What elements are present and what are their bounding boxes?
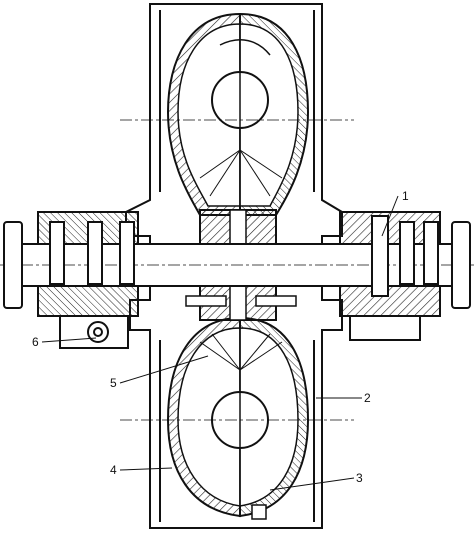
callout-5: 5 (110, 376, 117, 390)
center-lines (120, 119, 354, 421)
lower-torus (166, 316, 310, 520)
right-bearing-housing (339, 211, 441, 341)
callout-2: 2 (364, 391, 371, 405)
callout-3: 3 (356, 471, 363, 485)
callout-1: 1 (402, 189, 409, 203)
callout-6: 6 (32, 335, 39, 349)
leader-lines (41, 195, 399, 491)
upper-torus (166, 12, 310, 216)
callout-4: 4 (110, 463, 117, 477)
left-bearing-housing (37, 211, 139, 349)
